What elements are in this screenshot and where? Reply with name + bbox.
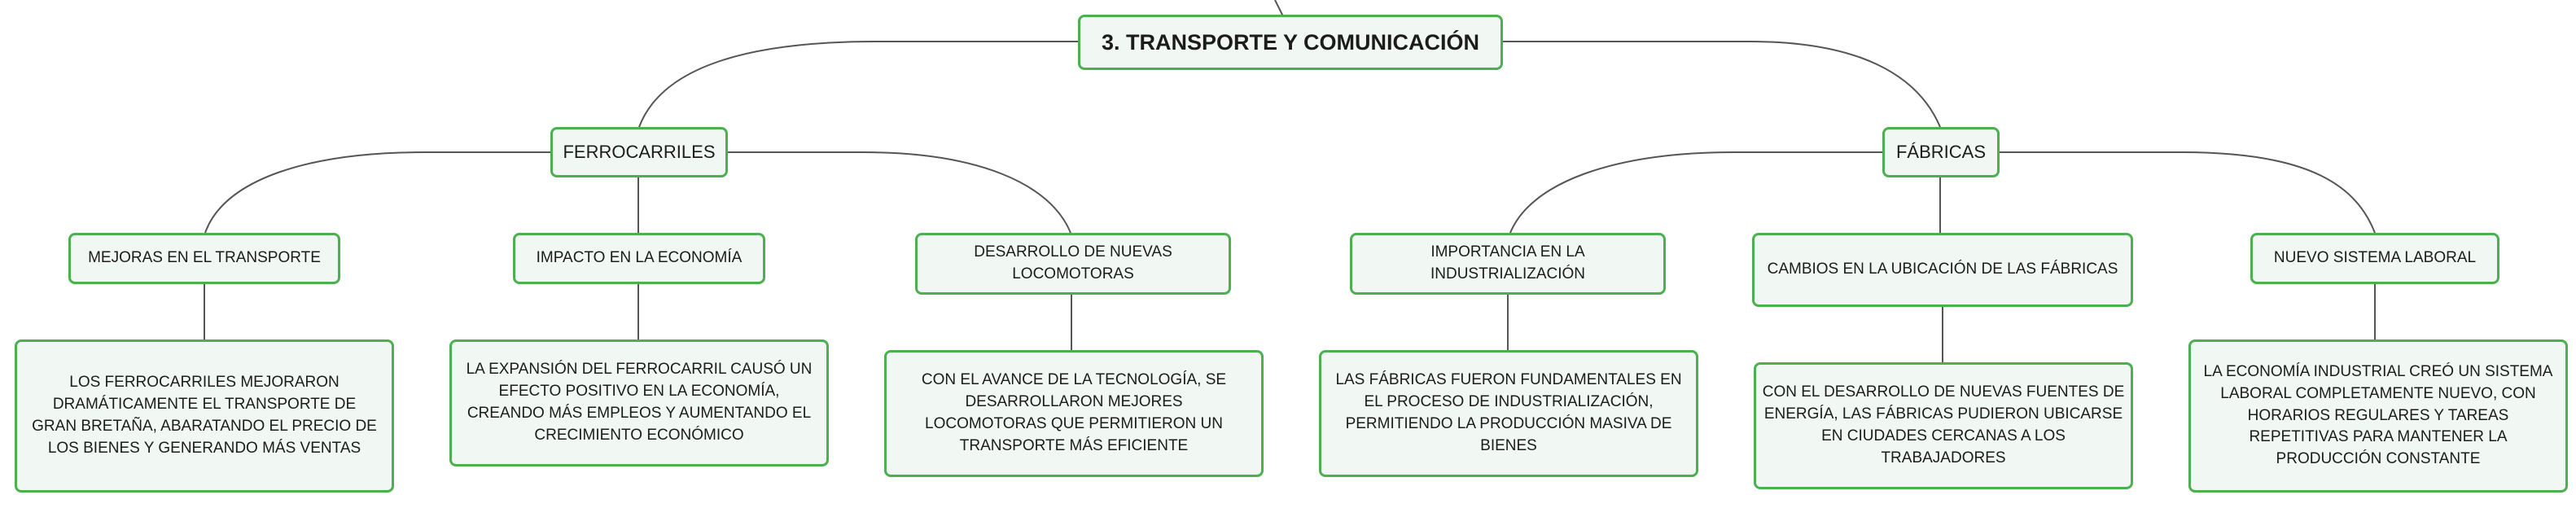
topic-fabricas[interactable]: FÁBRICAS	[1882, 127, 2000, 177]
subtopic-mejoras-en-el-transporte[interactable]: MEJORAS EN EL TRANSPORTE	[68, 233, 340, 284]
connector-ferrocarriles-mejoras	[204, 151, 550, 234]
connector-root-fabricas	[1500, 41, 1941, 128]
root-topic[interactable]: 3. TRANSPORTE Y COMUNICACIÓN	[1078, 15, 1503, 70]
detail-desarrollo-de-nuevas-locomotoras[interactable]: CON EL AVANCE DE LA TECNOLOGÍA, SE DESAR…	[884, 350, 1264, 477]
subtopic-impacto-en-la-economia[interactable]: IMPACTO EN LA ECONOMÍA	[513, 233, 765, 284]
connector-ferrocarriles-desarrollo	[726, 151, 1071, 234]
subtopic-desarrollo-de-nuevas-locomotoras[interactable]: DESARROLLO DE NUEVAS LOCOMOTORAS	[915, 233, 1231, 295]
connector-root-ferrocarriles	[638, 41, 1080, 128]
detail-impacto-en-la-economia[interactable]: LA EXPANSIÓN DEL FERROCARRIL CAUSÓ UN EF…	[449, 339, 829, 466]
subtopic-nuevo-sistema-laboral[interactable]: NUEVO SISTEMA LABORAL	[2250, 233, 2499, 284]
detail-cambios-en-la-ubicacion[interactable]: CON EL DESARROLLO DE NUEVAS FUENTES DE E…	[1754, 362, 2133, 489]
subtopic-cambios-en-la-ubicacion[interactable]: CAMBIOS EN LA UBICACIÓN DE LAS FÁBRICAS	[1752, 233, 2133, 307]
detail-mejoras-en-el-transporte[interactable]: LOS FERROCARRILES MEJORARON DRAMÁTICAMEN…	[15, 339, 394, 493]
subtopic-importancia-en-la-industrializacion[interactable]: IMPORTANCIA EN LA INDUSTRIALIZACIÓN	[1350, 233, 1666, 295]
detail-importancia-en-la-industrializacion[interactable]: LAS FÁBRICAS FUERON FUNDAMENTALES EN EL …	[1319, 350, 1698, 477]
connector-parent-root	[1274, 0, 1284, 17]
connector-fabricas-importancia	[1509, 151, 1882, 234]
connector-fabricas-nuevo	[1998, 151, 2376, 234]
topic-ferrocarriles[interactable]: FERROCARRILES	[550, 127, 728, 177]
detail-nuevo-sistema-laboral[interactable]: LA ECONOMÍA INDUSTRIAL CREÓ UN SISTEMA L…	[2188, 339, 2568, 493]
